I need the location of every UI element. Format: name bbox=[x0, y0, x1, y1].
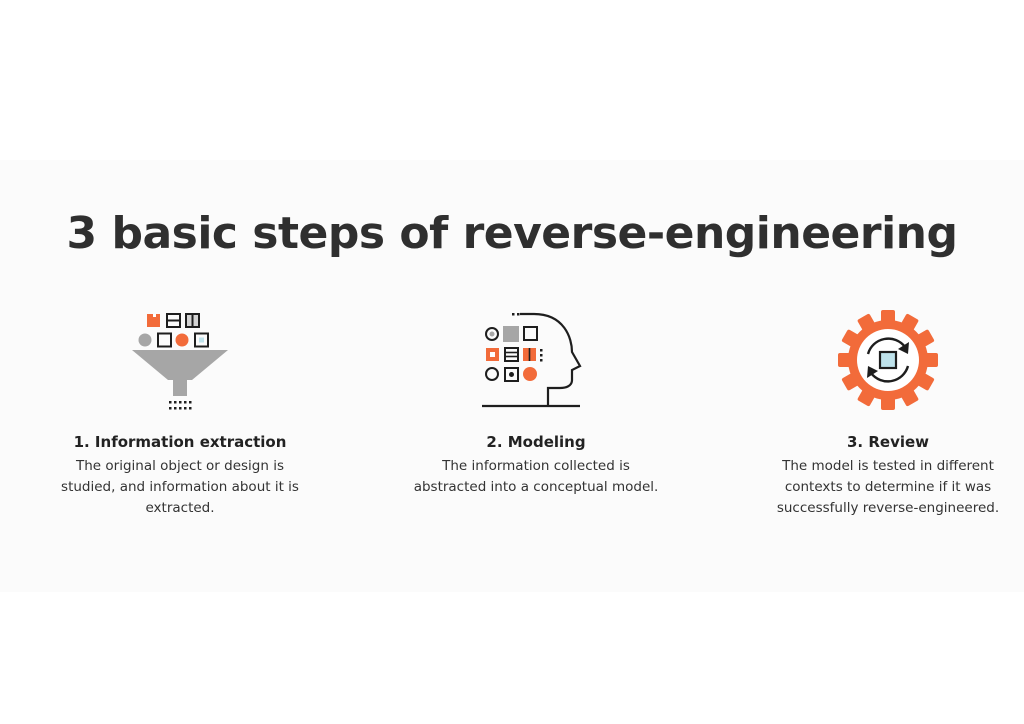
step-description: The information collected is abstracted … bbox=[413, 458, 659, 495]
step-title: 3. Review bbox=[846, 433, 930, 451]
funnel-icon bbox=[132, 313, 228, 410]
step-title: 1. Information extraction bbox=[73, 433, 287, 451]
step-information-extraction: 1. Information extraction The original o… bbox=[30, 300, 330, 519]
step-review: 3. Review The model is tested in differe… bbox=[738, 300, 1024, 519]
step-modeling: 2. Modeling The information collected is… bbox=[386, 300, 686, 498]
step-description: The original object or design is studied… bbox=[61, 458, 299, 516]
step-title: 2. Modeling bbox=[486, 433, 586, 451]
head-model-icon bbox=[482, 312, 582, 408]
page-title: 3 basic steps of reverse-engineering bbox=[66, 208, 958, 259]
step-description: The model is tested in different context… bbox=[776, 458, 1000, 516]
gear-cycle-icon bbox=[838, 310, 938, 410]
